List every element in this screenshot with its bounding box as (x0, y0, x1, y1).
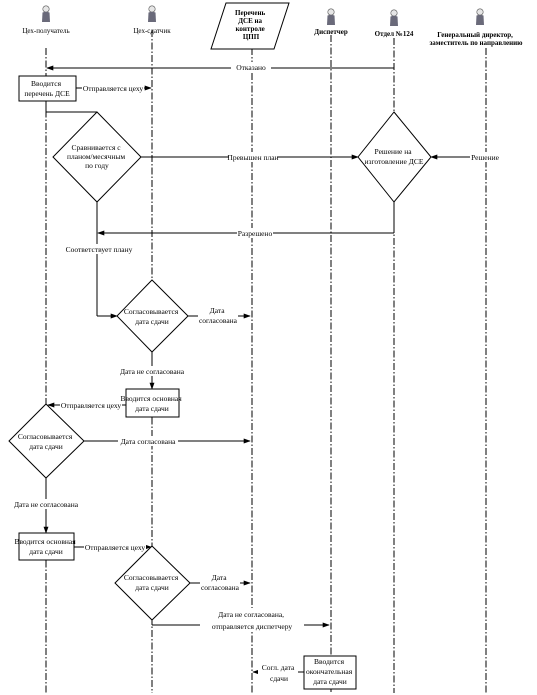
edge-label-otpr-cehu-1: Отправляется цеху (83, 84, 143, 93)
edge-label-data-ne-soglas-3: Дата не согласована, отправляется диспет… (212, 610, 293, 631)
edge-label-soglas-final: Согл. дата сдачи (262, 663, 296, 683)
edge-label-razresheno: Разрешено (238, 229, 273, 238)
edge-label-data-ne-soglas-2: Дата не согласована (14, 500, 79, 509)
actor-icon-sender (42, 5, 50, 22)
actor-icon-dispatcher (327, 8, 335, 25)
decision-text-reshenie: Решение на изготовление ДСЕ (365, 147, 424, 166)
decision-text-soglas-2: Согласовывается дата сдачи (18, 432, 74, 451)
node-text-vvod-perechen: Вводится перечень ДСЕ (24, 79, 70, 98)
actor-icon-dept (390, 9, 398, 26)
decision-sravnivaetsya (52, 111, 142, 203)
edge-label-data-soglas-1: Дата согласована (199, 306, 238, 325)
actor-label-director: Генеральный директор, заместитель по нап… (429, 31, 523, 47)
decision-soglas-2 (8, 403, 85, 479)
decision-reshenie (357, 111, 432, 203)
data-parallelogram-list-shape (210, 2, 290, 50)
actor-label-sender: Цех-получатель (22, 27, 69, 35)
actor-label-dispatcher: Диспетчер (314, 28, 348, 36)
decision-text-soglas-3: Согласовывается дата сдачи (124, 573, 180, 592)
decision-soglas-1 (116, 279, 189, 353)
node-text-vvod-osnovnaya: Вводится основная дата сдачи (120, 394, 183, 413)
actor-icon-director (476, 8, 484, 25)
edge-label-otkazano: Отказано (236, 63, 266, 72)
edge-label-sootvetstvuet: Соответствует плану (66, 245, 133, 254)
node-vvod-osnovnaya-2 (18, 532, 75, 561)
decision-text-sravnivaetsya: Сравнивается с планом/месячным по году (67, 143, 127, 170)
actor-icon-maker (148, 5, 156, 22)
node-vvod-okonch (303, 655, 357, 690)
edge-label-data-soglas-3: Дата согласована (201, 573, 240, 592)
node-text-vvod-okonch: Вводится окончательная дата сдачи (306, 657, 354, 686)
actor-label-list: Перечень ДСЕ на контроле ЦПП (235, 9, 267, 41)
node-vvod-perechen (18, 75, 77, 102)
node-text-vvod-osnovnaya-2: Вводится основная дата сдачи (14, 537, 77, 556)
edge-label-reshenie: Решение (471, 153, 500, 162)
edge-label-prevyshen: Превышен план (227, 153, 278, 162)
edge-label-otpr-cehu-3: Отправляется цеху (85, 543, 145, 552)
actor-label-dept: Отдел №124 (375, 30, 414, 38)
edge-label-data-soglas-2: Дата согласована (121, 437, 177, 446)
actor-label-maker: Цех-сдатчик (133, 27, 171, 35)
edge-label-otpr-cehu-2: Отправляется цеху (61, 401, 121, 410)
node-vvod-osnovnaya (125, 388, 180, 418)
decision-soglas-3 (114, 545, 191, 621)
decision-text-soglas-1: Согласовывается дата сдачи (124, 307, 180, 326)
edge-label-data-ne-soglas-1: Дата не согласована (120, 367, 185, 376)
